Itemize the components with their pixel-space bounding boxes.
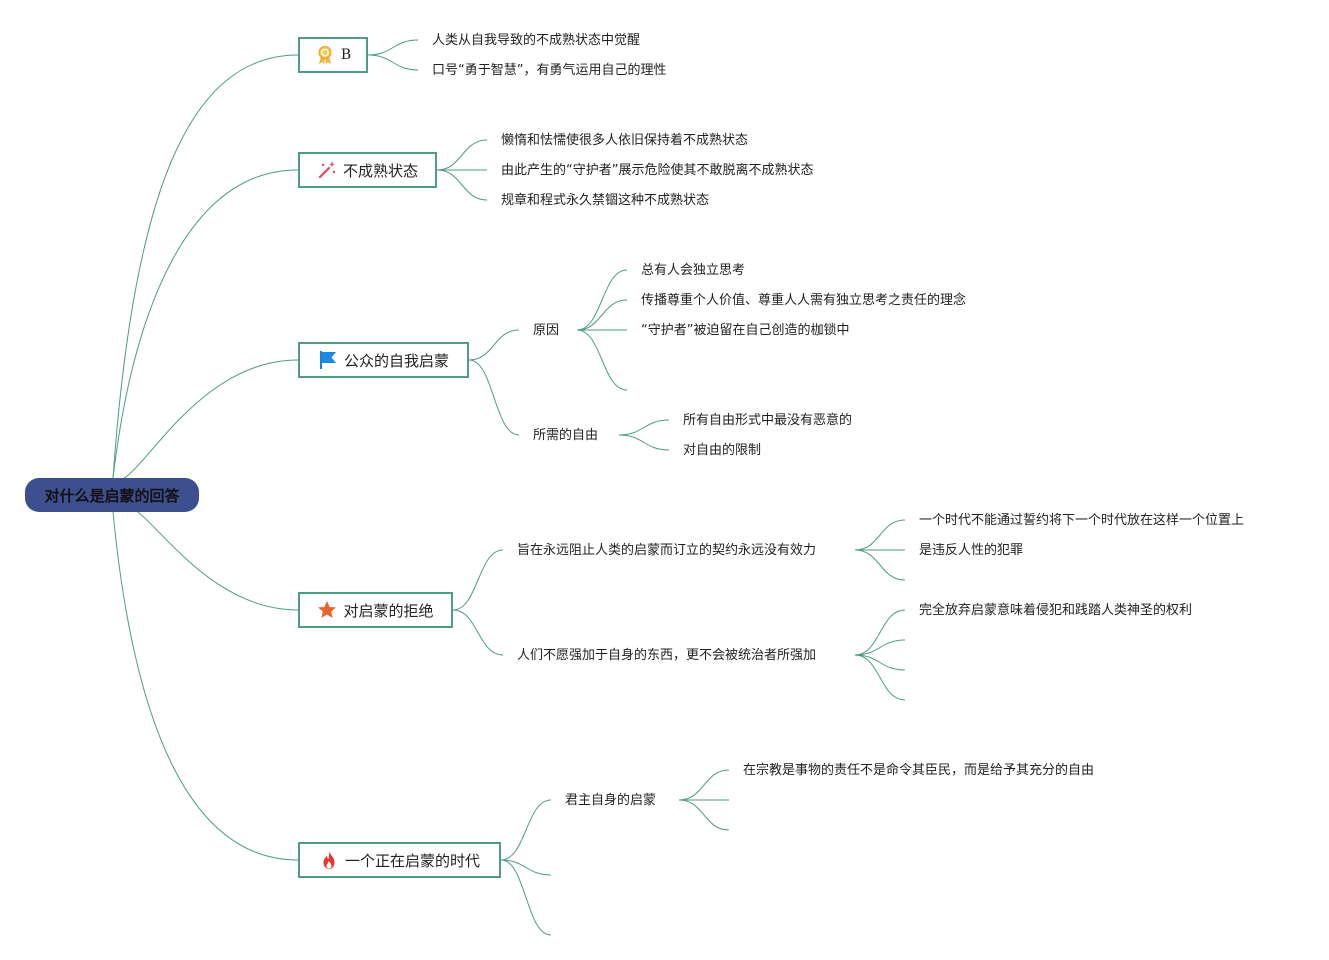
leaf-topic[interactable]: 一个时代不能通过誓约将下一个时代放在这样一个位置上	[919, 513, 1245, 528]
branch-topic-label: 一个正在启蒙的时代	[344, 851, 480, 870]
branch-topic-rejection[interactable]: 对启蒙的拒绝	[298, 592, 453, 628]
branch-topic-label: 对启蒙的拒绝	[343, 601, 434, 620]
subtopic-reason[interactable]: 原因	[533, 323, 560, 338]
star-icon	[317, 600, 337, 620]
connector-line	[500, 859, 552, 936]
leaf-topic[interactable]: 传播尊重个人价值、尊重人人需有独立思考之责任的理念	[641, 293, 967, 308]
connector-line	[452, 549, 504, 611]
connector-line	[854, 609, 906, 656]
leaf-topic[interactable]: 口号“勇于智慧”，有勇气运用自己的理性	[432, 63, 667, 78]
subtopic-monarch-enlightenment[interactable]: 君主自身的启蒙	[565, 793, 657, 808]
connector-line	[576, 299, 628, 331]
leaf-topic[interactable]: 总有人会独立思考	[641, 263, 746, 278]
leaf-topic[interactable]: 对自由的限制	[683, 443, 762, 458]
connector-line	[468, 359, 520, 436]
branch-topic-label: 不成熟状态	[342, 161, 418, 180]
leaf-topic[interactable]: 是违反人性的犯罪	[919, 543, 1024, 558]
leaf-topic[interactable]: 懒惰和怯懦使很多人依旧保持着不成熟状态	[501, 133, 749, 148]
leaf-topic[interactable]: 所有自由形式中最没有恶意的	[683, 413, 853, 428]
connector-line	[468, 329, 520, 361]
subtopic-required-freedom[interactable]: 所需的自由	[533, 428, 599, 443]
connector-line	[436, 169, 488, 201]
magic-wand-icon	[317, 160, 337, 180]
connector-line	[436, 139, 488, 171]
root-connector-line	[112, 503, 299, 611]
leaf-topic[interactable]: “守护者”被迫留在自己创造的枷锁中	[641, 323, 850, 338]
root-topic-label: 对什么是启蒙的回答	[44, 486, 180, 505]
connector-line	[500, 859, 552, 876]
connector-line	[854, 549, 906, 581]
connector-line	[367, 54, 419, 71]
connector-line	[452, 609, 504, 656]
branch-topic-public-enlightenment[interactable]: 公众的自我启蒙	[298, 342, 469, 378]
branch-topic-b[interactable]: B	[298, 37, 368, 73]
leaf-topic[interactable]: 人类从自我导致的不成熟状态中觉醒	[432, 33, 641, 48]
branch-topic-age-of-enlightenment[interactable]: 一个正在启蒙的时代	[298, 842, 501, 878]
connector-line	[678, 769, 730, 801]
connector-line	[618, 419, 670, 436]
leaf-topic[interactable]: 规章和程式永久禁锢这种不成熟状态	[501, 193, 710, 208]
root-connector-line	[112, 511, 299, 861]
branch-topic-label: 公众的自我启蒙	[343, 351, 449, 370]
connector-line	[367, 39, 419, 56]
connector-line	[576, 329, 628, 391]
root-connector-line	[112, 359, 299, 481]
connector-line	[854, 654, 906, 671]
connector-line	[678, 799, 730, 831]
award-ribbon-icon	[315, 45, 335, 65]
subtopic-contract-invalid[interactable]: 旨在永远阻止人类的启蒙而订立的契约永远没有效力	[517, 543, 817, 558]
connector-line	[854, 519, 906, 551]
leaf-topic[interactable]: 在宗教是事物的责任不是命令其臣民，而是给予其充分的自由	[743, 763, 1095, 778]
subtopic-not-imposed[interactable]: 人们不愿强加于自身的东西，更不会被统治者所强加	[517, 648, 817, 663]
leaf-topic[interactable]: 由此产生的“守护者”展示危险使其不敢脱离不成熟状态	[501, 163, 814, 178]
connector-line	[618, 434, 670, 451]
branch-topic-label: B	[340, 47, 352, 63]
connector-line	[500, 799, 552, 861]
flag-icon	[318, 350, 338, 370]
connector-line	[576, 269, 628, 331]
connector-line	[854, 639, 906, 656]
root-connector-line	[112, 169, 299, 479]
leaf-topic[interactable]: 完全放弃启蒙意味着侵犯和践踏人类神圣的权利	[919, 603, 1193, 618]
connector-line	[854, 654, 906, 701]
root-topic[interactable]: 对什么是启蒙的回答	[25, 478, 199, 512]
root-connector-line	[112, 54, 299, 479]
branch-topic-immaturity[interactable]: 不成熟状态	[298, 152, 437, 188]
fire-icon	[319, 850, 339, 870]
